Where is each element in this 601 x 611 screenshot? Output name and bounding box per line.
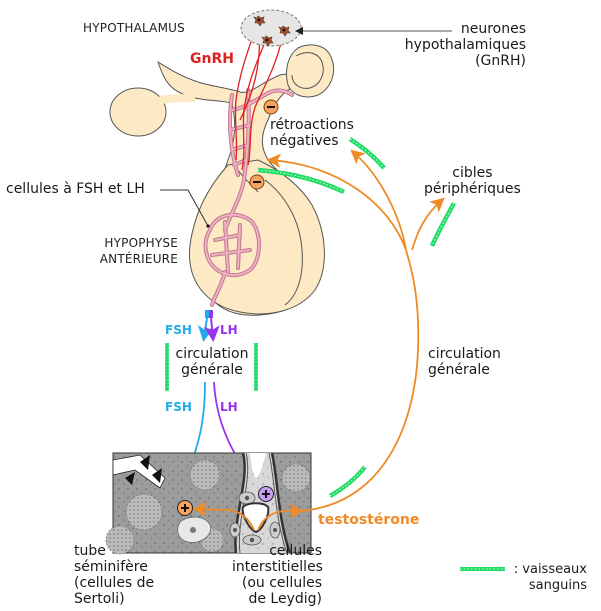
negative-feedback-icon	[263, 99, 279, 115]
testosterone-local-arrow	[192, 502, 255, 531]
blood-vessel-icon	[254, 342, 258, 392]
stimulation-icon-leydig	[258, 486, 274, 502]
blood-vessel-icon	[328, 465, 367, 498]
cellules-interstitielles-label: cellules interstitielles (ou cellules de…	[232, 543, 323, 607]
neurones-label: neurones hypothalamiques (GnRH)	[404, 21, 526, 69]
fsh-label-bottom: FSH	[165, 400, 192, 414]
retroactions-label: rétroactions négatives	[270, 117, 354, 149]
circulation-center-label: circulation générale	[175, 346, 249, 378]
fsh-lh-outflow	[197, 310, 220, 342]
blood-vessel-icon	[348, 137, 386, 170]
testosterone-label: testostérone	[318, 512, 420, 528]
cellules-pointer	[160, 189, 209, 227]
blood-vessel-icon	[165, 342, 169, 392]
negative-feedback-icon	[249, 174, 265, 190]
hypothalamus-right-lobe	[285, 44, 334, 98]
legend-vessel-icon	[460, 567, 505, 571]
legend-text: : vaisseaux sanguins	[513, 562, 587, 593]
testosterone-to-hypothalamus	[350, 149, 407, 251]
lh-label-top: LH	[220, 323, 238, 337]
cibles-label: cibles périphériques	[424, 165, 521, 197]
hypophyse-label: HYPOPHYSE ANTÉRIEURE	[99, 236, 178, 266]
hypothalamus-left-bulb	[109, 87, 167, 137]
blood-vessel-icon	[429, 201, 456, 247]
hypothalamic-neurons	[240, 9, 302, 47]
testosterone-systemic-curve	[299, 249, 420, 512]
tube-seminifere-label: tube séminifère (cellules de Sertoli)	[74, 543, 155, 607]
testosterone-out-arrow	[257, 503, 304, 531]
circulation-right-label: circulation générale	[428, 346, 501, 378]
cellules-fsh-lh-label: cellules à FSH et LH	[6, 181, 145, 197]
testis-section	[105, 452, 312, 555]
portal-capillaries-inner	[204, 89, 293, 306]
stimulation-icon-sertoli	[177, 500, 193, 516]
gnrh-label: GnRH	[190, 51, 234, 67]
lh-label-bottom: LH	[220, 400, 238, 414]
blood-vessel-icon	[257, 167, 345, 195]
fsh-label-top: FSH	[165, 323, 192, 337]
testosterone-to-pituitary	[266, 153, 407, 251]
hypothalamus-label: HYPOTHALAMUS	[83, 21, 185, 35]
testosterone-to-targets	[411, 197, 445, 251]
